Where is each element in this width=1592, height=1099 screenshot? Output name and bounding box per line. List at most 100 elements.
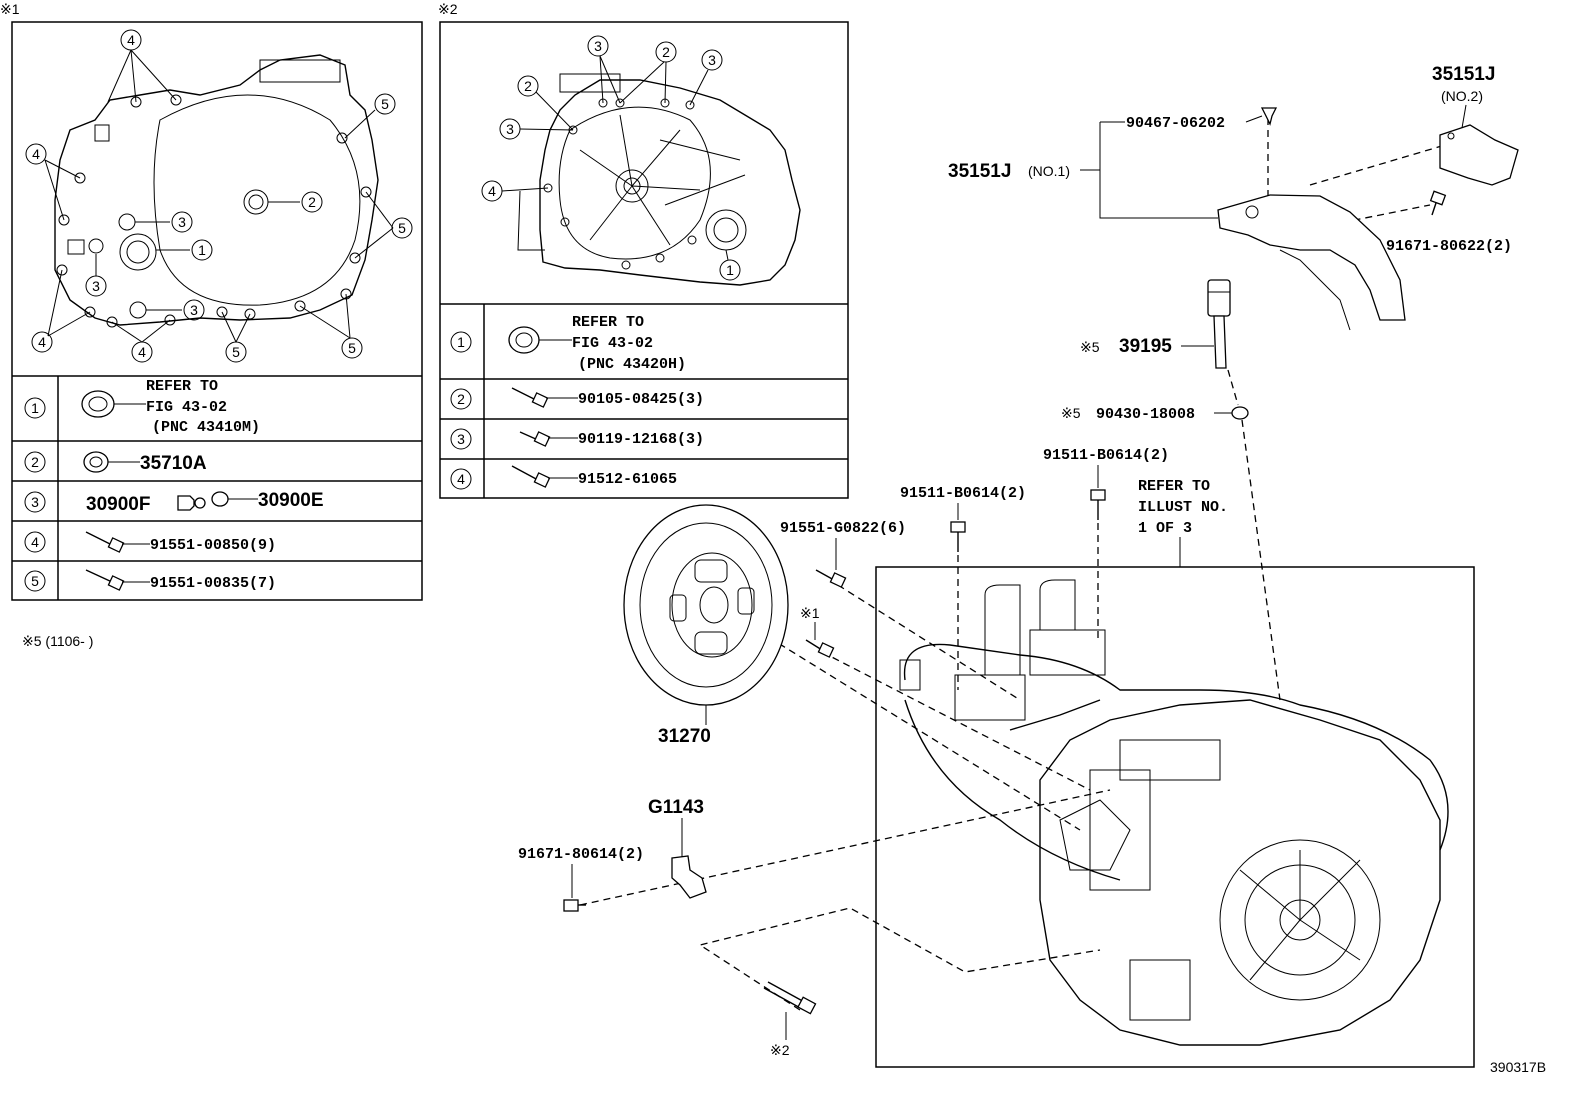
- svg-text:4: 4: [457, 471, 465, 487]
- panel-1-frame: [11, 21, 423, 601]
- svg-text:REFER TO: REFER TO: [1138, 478, 1210, 495]
- svg-text:90430-18008: 90430-18008: [1096, 406, 1195, 423]
- bolt-mark-1: ※1: [800, 605, 835, 658]
- svg-text:4: 4: [138, 344, 146, 360]
- svg-text:4: 4: [38, 334, 46, 350]
- svg-text:REFER TO: REFER TO: [146, 378, 218, 395]
- bolt-91671-80614: 91671-80614(2): [518, 846, 644, 912]
- panel-2-row-3: 3 90119-12168(3): [450, 428, 704, 450]
- bolt-91511-b0614-a: 91511-B0614(2): [900, 485, 1026, 552]
- svg-text:91551-00850(9): 91551-00850(9): [150, 537, 276, 554]
- bolt-mark-2: ※2: [763, 981, 817, 1058]
- svg-text:3: 3: [457, 431, 465, 447]
- svg-text:3: 3: [178, 214, 186, 230]
- svg-text:ILLUST NO.: ILLUST NO.: [1138, 499, 1228, 516]
- svg-text:(PNC 43410M): (PNC 43410M): [152, 419, 260, 436]
- variant-note: ※5 (1106- ): [22, 633, 93, 649]
- panel-2: ※2: [438, 1, 849, 499]
- gasket-90430-18008: ※5 90430-18008: [1061, 405, 1249, 423]
- svg-text:3: 3: [92, 278, 100, 294]
- svg-text:4: 4: [32, 146, 40, 162]
- svg-text:3: 3: [190, 302, 198, 318]
- svg-text:1: 1: [31, 400, 39, 416]
- svg-text:※5: ※5: [1080, 339, 1100, 355]
- svg-text:91551-00835(7): 91551-00835(7): [150, 575, 276, 592]
- svg-text:91511-B0614(2): 91511-B0614(2): [1043, 447, 1169, 464]
- svg-text:2: 2: [524, 78, 532, 94]
- svg-text:5: 5: [398, 220, 406, 236]
- main-assembly: 35151J (NO.2) 35151J (NO.1) 90467-06202 …: [518, 64, 1546, 1075]
- figure-code: 390317B: [1490, 1059, 1546, 1075]
- svg-text:31270: 31270: [658, 726, 711, 747]
- panel-1-callouts: 4 4 2 3 1 3 3 5 5: [25, 29, 413, 363]
- bolt-91511-b0614-b: 91511-B0614(2): [1043, 447, 1169, 520]
- svg-text:FIG 43-02: FIG 43-02: [146, 399, 227, 416]
- svg-text:35151J: 35151J: [1432, 64, 1495, 85]
- svg-text:90467-06202: 90467-06202: [1126, 115, 1225, 132]
- svg-text:2: 2: [662, 44, 670, 60]
- svg-text:1: 1: [457, 334, 465, 350]
- bolt-91671-80622: 91671-80622(2): [1386, 190, 1512, 255]
- panel-2-callouts: 3 2 3 2 3 4 1: [481, 35, 741, 281]
- clutch-disc-31270: 31270: [623, 504, 789, 747]
- svg-text:4: 4: [31, 534, 39, 550]
- panel-1-row-1: 1 REFER TO FIG 43-02 (PNC 43410M): [24, 378, 260, 436]
- svg-text:3: 3: [31, 494, 39, 510]
- svg-text:39195: 39195: [1119, 336, 1172, 357]
- panel-2-row-2: 2 90105-08425(3): [450, 387, 704, 410]
- panel-1-row-5: 5 91551-00835(7): [24, 569, 276, 592]
- svg-text:2: 2: [308, 194, 316, 210]
- svg-text:(PNC 43420H): (PNC 43420H): [578, 356, 686, 373]
- svg-text:1: 1: [198, 242, 206, 258]
- svg-text:(NO.2): (NO.2): [1441, 88, 1483, 104]
- svg-text:91551-G0822(6): 91551-G0822(6): [780, 520, 906, 537]
- svg-text:5: 5: [232, 344, 240, 360]
- svg-text:2: 2: [457, 391, 465, 407]
- svg-text:4: 4: [488, 183, 496, 199]
- transaxle-assembly: [899, 579, 1449, 1046]
- svg-text:2: 2: [31, 454, 39, 470]
- panel-2-row-1: 1 REFER TO FIG 43-02 (PNC 43420H): [450, 314, 686, 373]
- svg-text:※2: ※2: [770, 1042, 790, 1058]
- svg-text:30900F: 30900F: [86, 494, 150, 515]
- bolt-91551-g0822: 91551-G0822(6): [780, 520, 906, 588]
- transaxle-reference-frame: [875, 566, 1475, 1068]
- svg-text:90119-12168(3): 90119-12168(3): [578, 431, 704, 448]
- svg-text:(NO.1): (NO.1): [1028, 163, 1070, 179]
- svg-text:5: 5: [348, 340, 356, 356]
- protector-bracket-no1: 35151J (NO.1): [948, 121, 1406, 331]
- panel-2-row-4: 4 91512-61065: [450, 465, 677, 490]
- svg-text:5: 5: [31, 573, 39, 589]
- svg-text:REFER TO: REFER TO: [572, 314, 644, 331]
- protector-bracket-no2: 35151J (NO.2): [1432, 64, 1519, 186]
- svg-text:5: 5: [381, 96, 389, 112]
- svg-text:3: 3: [594, 38, 602, 54]
- transaxle-housing-front-view: [54, 54, 379, 328]
- svg-text:4: 4: [127, 32, 135, 48]
- panel-2-marker: ※2: [438, 1, 458, 17]
- svg-text:91511-B0614(2): 91511-B0614(2): [900, 485, 1026, 502]
- transaxle-housing-rear-view: [539, 73, 801, 286]
- svg-text:91512-61065: 91512-61065: [578, 471, 677, 488]
- assembly-leader-lines: [579, 118, 1463, 1011]
- refer-note: REFER TO ILLUST NO. 1 OF 3: [1138, 478, 1228, 567]
- svg-text:G1143: G1143: [648, 797, 704, 818]
- svg-text:91671-80614(2): 91671-80614(2): [518, 846, 644, 863]
- svg-text:※1: ※1: [800, 605, 820, 621]
- svg-text:※5: ※5: [1061, 405, 1081, 421]
- panel-1-row-2: 2 35710A: [24, 451, 207, 474]
- svg-text:91671-80622(2): 91671-80622(2): [1386, 238, 1512, 255]
- svg-text:1 OF 3: 1 OF 3: [1138, 520, 1192, 537]
- svg-text:FIG 43-02: FIG 43-02: [572, 335, 653, 352]
- svg-text:35710A: 35710A: [140, 453, 207, 474]
- speed-sensor-39195: ※5 39195: [1080, 279, 1231, 369]
- clip-90467: 90467-06202: [1126, 107, 1278, 132]
- panel-1: ※1: [0, 1, 423, 649]
- panel-1-row-4: 4 91551-00850(9): [24, 531, 276, 554]
- svg-text:1: 1: [726, 262, 734, 278]
- svg-text:3: 3: [708, 52, 716, 68]
- svg-text:30900E: 30900E: [258, 490, 324, 511]
- panel-1-row-3: 3 30900F 30900E: [24, 490, 324, 515]
- svg-text:3: 3: [506, 121, 514, 137]
